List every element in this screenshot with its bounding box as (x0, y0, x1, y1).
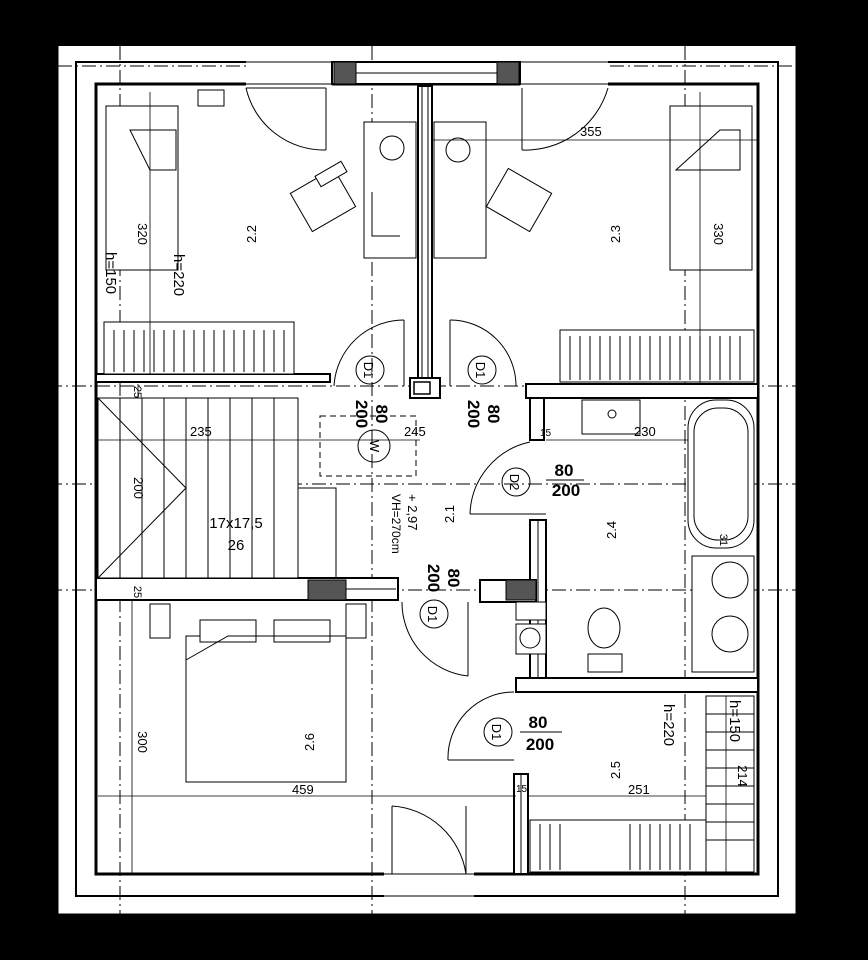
door-height: 200 (424, 564, 443, 592)
door-code: D1 (425, 606, 440, 623)
room-label-2-5: 2.5 (608, 761, 623, 779)
furniture (97, 89, 755, 873)
door-code: D1 (361, 362, 376, 379)
door-label-d2: D2 80 200 (501, 461, 584, 500)
door-height: 200 (526, 735, 554, 754)
door-label-d1-middle: D1 80 200 (419, 564, 463, 629)
stairs-steps: 17x17,5 (209, 515, 262, 532)
room-label-2-4: 2.4 (604, 521, 619, 539)
door-width: 80 (372, 405, 391, 424)
dim-251: 251 (628, 782, 650, 797)
door-height: 200 (464, 400, 483, 428)
door-label-d1-left: D1 80 200 (352, 355, 391, 428)
dim-230: 230 (634, 424, 656, 439)
hall-level: + 2,97 (405, 494, 420, 531)
door-label-d1-right: D1 80 200 (464, 355, 503, 428)
dim-25-top: 25 (131, 386, 143, 398)
dim-459: 459 (292, 782, 314, 797)
door-width: 80 (555, 461, 574, 480)
dim-235: 235 (190, 424, 212, 439)
height-150-left: h=150 (102, 252, 119, 294)
door-width: 80 (444, 569, 463, 588)
height-220-left: h=220 (170, 254, 187, 296)
dim-15-a: 15 (540, 428, 552, 439)
dimension-lines (98, 92, 758, 874)
dim-214: 214 (735, 765, 750, 787)
w-marker-label: W (367, 440, 382, 453)
door-height: 200 (352, 400, 371, 428)
dim-330: 330 (711, 223, 726, 245)
door-label-d1-bottom: D1 80 200 (483, 713, 562, 754)
door-width: 80 (529, 713, 548, 732)
stairs-count: 26 (228, 537, 245, 554)
door-width: 80 (484, 405, 503, 424)
door-code: D2 (507, 474, 522, 491)
door-code: D1 (473, 362, 488, 379)
room-label-2-1: 2.1 (442, 505, 457, 523)
dim-355: 355 (580, 124, 602, 139)
room-label-2-3: 2.3 (608, 225, 623, 243)
dim-31: 31 (717, 534, 729, 546)
height-150-right: h=150 (726, 700, 743, 742)
room-label-2-2: 2.2 (244, 225, 259, 243)
dim-15-b: 15 (516, 784, 528, 795)
door-swings (245, 87, 609, 875)
dim-245: 245 (404, 424, 426, 439)
height-220-right: h=220 (660, 704, 677, 746)
interior-walls (95, 85, 759, 875)
door-code: D1 (489, 724, 504, 741)
w-marker: W (319, 415, 417, 477)
dim-300: 300 (135, 731, 150, 753)
dim-25-bottom: 25 (131, 586, 143, 598)
dim-200: 200 (131, 477, 146, 499)
room-label-2-6: 2.6 (302, 733, 317, 751)
door-height: 200 (552, 481, 580, 500)
hall-height: VH=270cm (389, 494, 403, 554)
dim-320: 320 (135, 223, 150, 245)
